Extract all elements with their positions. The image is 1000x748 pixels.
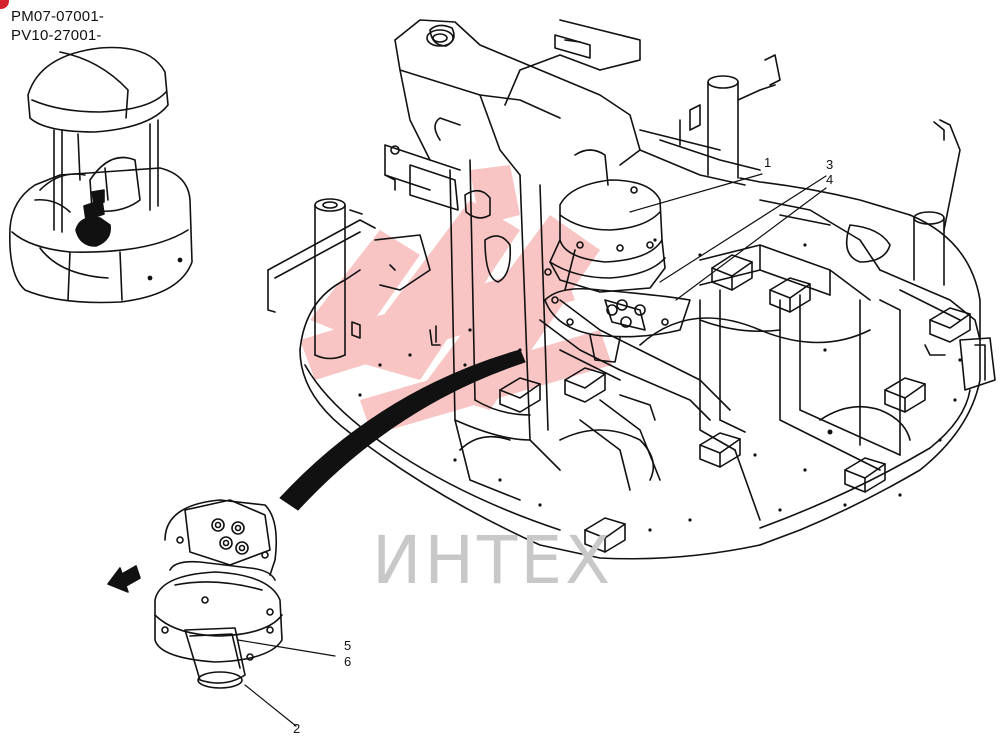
- leader-lines: [237, 173, 827, 727]
- callout-4: 4: [826, 172, 834, 187]
- swing-motor-detail: [154, 499, 283, 689]
- swing-motor-installed: [544, 149, 691, 363]
- corner-marker: [0, 0, 9, 9]
- watermark-text: ИНТЕХ: [372, 522, 614, 599]
- direction-arrow-icon: [107, 565, 141, 593]
- machine-inset: [8, 46, 193, 304]
- callout-6: 6: [344, 654, 352, 669]
- detail-pointer-arrow: [279, 349, 526, 511]
- serial-range-1: PM07-07001-: [11, 8, 105, 25]
- callout-2: 2: [293, 721, 301, 736]
- callout-5: 5: [344, 638, 352, 653]
- callout-3: 3: [826, 157, 834, 172]
- callout-1: 1: [764, 155, 772, 170]
- serial-range-2: PV10-27001-: [11, 27, 102, 44]
- upper-frame: [267, 19, 996, 560]
